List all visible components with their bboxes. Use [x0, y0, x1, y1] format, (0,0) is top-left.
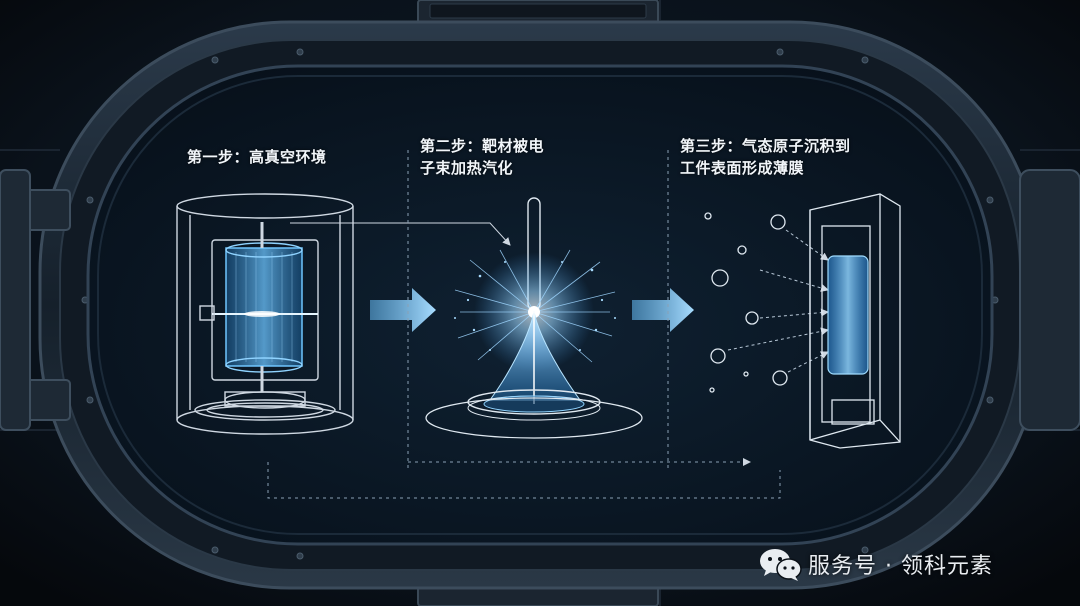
step3-label-line1: 第三步：气态原子沉积到 [680, 137, 851, 155]
watermark-text: 服务号 · 领科元素 [808, 554, 993, 579]
flow-line-step1-to-step2 [290, 222, 511, 246]
arrow-step2-to-step3 [632, 288, 694, 332]
step2-label-line1: 第二步：靶材被电 [420, 137, 545, 155]
evaporation-illustration [407, 150, 643, 470]
step2-label: 第二步：靶材被电 子束加热汽化 [420, 135, 544, 179]
deposition-illustration [667, 150, 901, 470]
side-clamps [0, 169, 1080, 431]
step2-label-line2: 子束加热汽化 [420, 159, 514, 177]
vacuum-chamber-illustration [176, 193, 354, 435]
window-bezel [97, 75, 983, 535]
top-latch [417, 0, 659, 27]
arrow-step1-to-step2 [370, 288, 436, 332]
flow-line-bottom-loop [267, 462, 781, 499]
step3-label: 第三步：气态原子沉积到 工件表面形成薄膜 [680, 135, 851, 179]
step1-label: 第一步：高真空环境 [187, 146, 327, 168]
watermark: 服务号 · 领科元素 [758, 544, 993, 584]
step1-label-line1: 第一步：高真空环境 [187, 148, 327, 166]
wechat-icon [760, 549, 802, 581]
step3-label-line2: 工件表面形成薄膜 [680, 159, 805, 177]
